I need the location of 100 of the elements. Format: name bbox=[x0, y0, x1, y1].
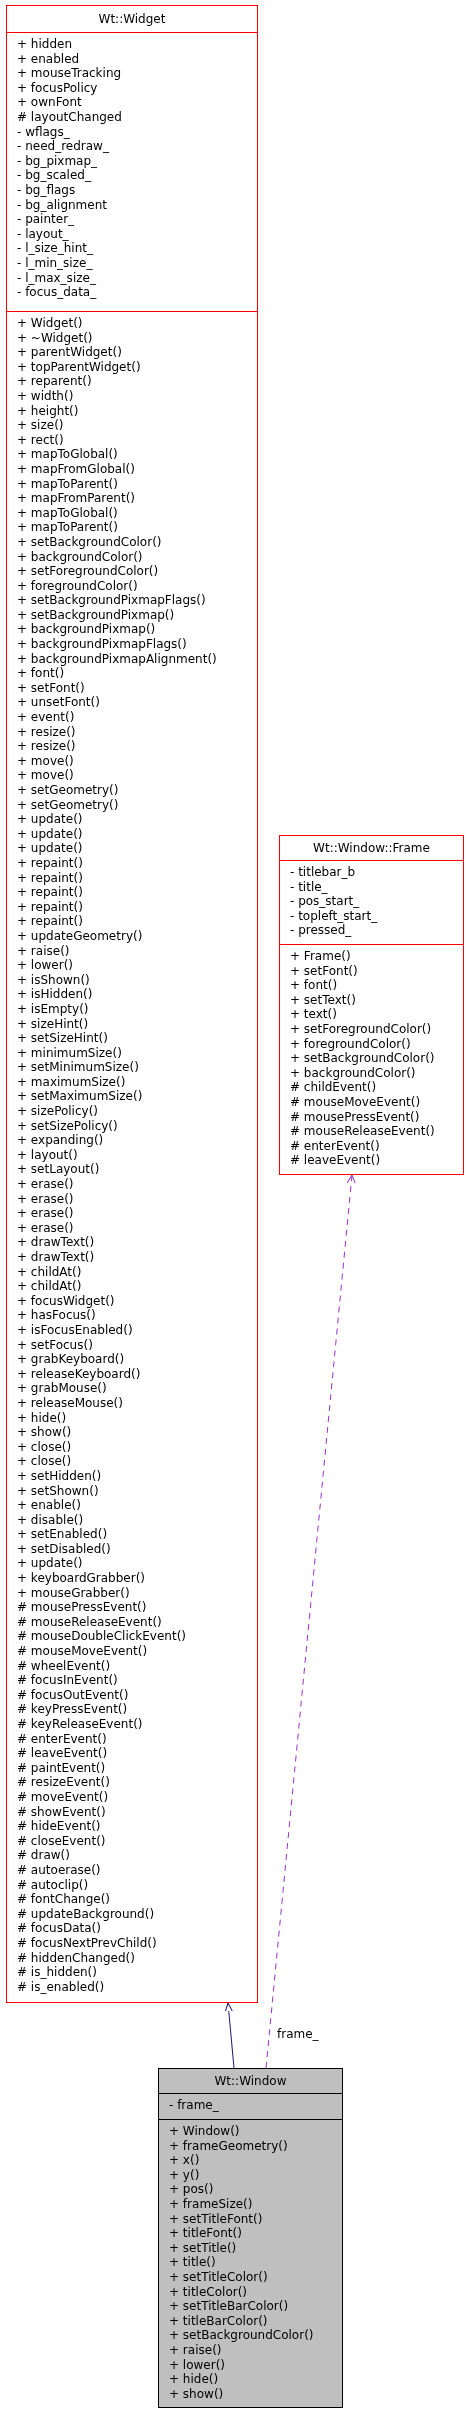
method-name: + grabKeyboard() bbox=[17, 1352, 125, 1367]
method-name: + setBackgroundColor() bbox=[169, 2328, 314, 2343]
method-name: # showEvent() bbox=[17, 1804, 106, 1820]
method-name: + setFocus() bbox=[17, 1337, 93, 1353]
class-name: Wt::Window::Frame bbox=[312, 840, 431, 857]
method-name: # closeEvent() bbox=[17, 1833, 106, 1849]
method-name: + update() bbox=[17, 841, 83, 856]
method-name: # hiddenChanged() bbox=[17, 1950, 135, 1966]
method-name: + keyboardGrabber() bbox=[17, 1571, 146, 1586]
method-name: + mapToParent() bbox=[17, 520, 118, 535]
attribute-name: - bg_pixmap_ bbox=[17, 153, 98, 169]
method-name: + frameSize() bbox=[169, 2196, 253, 2212]
method-name: + setLayout() bbox=[17, 1162, 100, 1178]
method-name: + setGeometry() bbox=[17, 783, 119, 798]
method-name: + setBackgroundPixmapFlags() bbox=[17, 593, 206, 608]
method-name: + raise() bbox=[169, 2342, 222, 2358]
method-name: + resize() bbox=[17, 739, 76, 754]
edge-label: frame_ bbox=[276, 2027, 320, 2041]
method-name: + ~Widget() bbox=[17, 330, 93, 346]
attribute-name: - bg_flags bbox=[17, 182, 76, 198]
method-name: + childAt() bbox=[17, 1279, 82, 1294]
method-name: + erase() bbox=[17, 1206, 74, 1221]
method-name: # wheelEvent() bbox=[17, 1658, 111, 1674]
method-name: + repaint() bbox=[17, 870, 83, 886]
method-name: + hide() bbox=[17, 1410, 67, 1426]
method-name: + show() bbox=[17, 1425, 72, 1440]
method-name: # mouseMoveEvent() bbox=[290, 1094, 421, 1110]
method-name: + close() bbox=[17, 1439, 72, 1455]
method-name: + setMinimumSize() bbox=[17, 1060, 139, 1075]
association-arrow bbox=[265, 1174, 357, 2069]
class-box bbox=[6, 5, 258, 2003]
method-name: + repaint() bbox=[17, 899, 83, 915]
method-name: + setBackgroundPixmap() bbox=[17, 607, 175, 623]
attribute-name: - bg_alignment bbox=[17, 197, 107, 213]
method-name: + setTitleFont() bbox=[169, 2211, 263, 2227]
method-name: + frameGeometry() bbox=[169, 2138, 288, 2154]
attribute-name: - need_redraw_ bbox=[17, 139, 109, 154]
method-name: + lower() bbox=[17, 958, 74, 973]
method-name: + erase() bbox=[17, 1177, 74, 1192]
method-name: # focusOutEvent() bbox=[17, 1687, 129, 1703]
method-name: # enterEvent() bbox=[290, 1138, 380, 1154]
attribute-name: - title_ bbox=[290, 879, 328, 895]
method-name: + mapToGlobal() bbox=[17, 447, 118, 462]
method-name: + title() bbox=[169, 2255, 216, 2270]
method-name: + backgroundPixmap() bbox=[17, 622, 156, 638]
method-name: + maximumSize() bbox=[17, 1074, 126, 1090]
method-name: + size() bbox=[17, 418, 64, 433]
method-name: + reparent() bbox=[17, 374, 92, 389]
attribute-name: + mouseTracking bbox=[17, 66, 122, 81]
method-name: + setSizePolicy() bbox=[17, 1118, 118, 1134]
method-name: # mouseReleaseEvent() bbox=[290, 1124, 435, 1139]
method-name: + update() bbox=[17, 812, 83, 827]
method-name: + setBackgroundColor() bbox=[17, 534, 162, 550]
method-name: # focusData() bbox=[17, 1921, 101, 1936]
method-name: + mapToGlobal() bbox=[17, 505, 118, 521]
attribute-name: - focus_data_ bbox=[17, 285, 97, 300]
method-name: # is_enabled() bbox=[17, 1979, 105, 1995]
method-name: + unsetFont() bbox=[17, 695, 100, 711]
method-name: + expanding() bbox=[17, 1133, 104, 1148]
method-name: # focusNextPrevChild() bbox=[17, 1935, 157, 1951]
method-name: + font() bbox=[290, 978, 338, 993]
method-name: + updateGeometry() bbox=[17, 928, 143, 944]
method-name: + setTitle() bbox=[169, 2240, 237, 2256]
method-name: + update() bbox=[17, 1556, 83, 1572]
method-name: + move() bbox=[17, 768, 74, 783]
method-name: + close() bbox=[17, 1454, 72, 1469]
method-name: + setFont() bbox=[290, 963, 358, 979]
method-name: + setEnabled() bbox=[17, 1527, 108, 1542]
method-name: + backgroundPixmapAlignment() bbox=[17, 651, 217, 667]
method-name: + Widget() bbox=[17, 316, 83, 331]
method-name: # autoerase() bbox=[17, 1862, 101, 1878]
method-name: + setShown() bbox=[17, 1483, 99, 1499]
method-name: + sizeHint() bbox=[17, 1016, 89, 1032]
method-name: + hasFocus() bbox=[17, 1308, 96, 1323]
method-name: # childEvent() bbox=[290, 1080, 377, 1095]
method-name: + setForegroundColor() bbox=[17, 564, 159, 579]
inheritance-arrow bbox=[223, 2002, 235, 2069]
method-name: + isShown() bbox=[17, 972, 90, 988]
method-name: + height() bbox=[17, 403, 79, 419]
attribute-name: - titlebar_b bbox=[290, 865, 356, 880]
method-name: # mouseReleaseEvent() bbox=[17, 1614, 162, 1630]
method-name: + erase() bbox=[17, 1191, 74, 1207]
method-name: + pos() bbox=[169, 2182, 214, 2197]
method-name: + setSizeHint() bbox=[17, 1031, 108, 1046]
attribute-name: - frame_ bbox=[169, 2098, 219, 2113]
method-name: + releaseMouse() bbox=[17, 1395, 123, 1411]
attribute-name: + hidden bbox=[17, 37, 73, 52]
method-name: + setDisabled() bbox=[17, 1541, 111, 1557]
method-name: # leaveEvent() bbox=[17, 1746, 108, 1761]
method-name: + disable() bbox=[17, 1512, 84, 1528]
method-name: + setBackgroundColor() bbox=[290, 1051, 435, 1066]
method-name: + width() bbox=[17, 388, 74, 404]
method-name: # autoclip() bbox=[17, 1877, 89, 1893]
method-name: + layout() bbox=[17, 1147, 78, 1163]
method-name: + minimumSize() bbox=[17, 1045, 122, 1061]
method-name: + repaint() bbox=[17, 885, 83, 900]
method-name: + drawText() bbox=[17, 1250, 95, 1265]
method-name: + show() bbox=[169, 2386, 224, 2402]
method-name: + setHidden() bbox=[17, 1468, 102, 1484]
method-name: + setForegroundColor() bbox=[290, 1021, 432, 1037]
